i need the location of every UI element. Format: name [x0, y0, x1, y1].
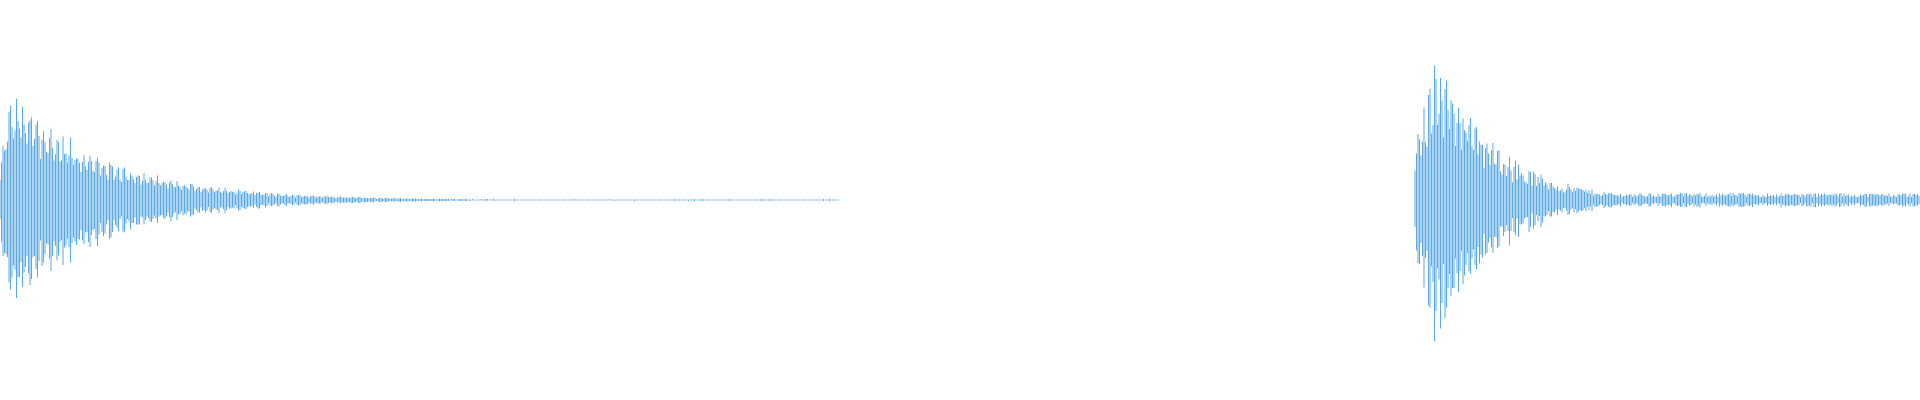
waveform-clip-1 [0, 99, 839, 299]
waveform-clips [0, 65, 1920, 341]
waveform-clip-2 [1414, 65, 1920, 341]
